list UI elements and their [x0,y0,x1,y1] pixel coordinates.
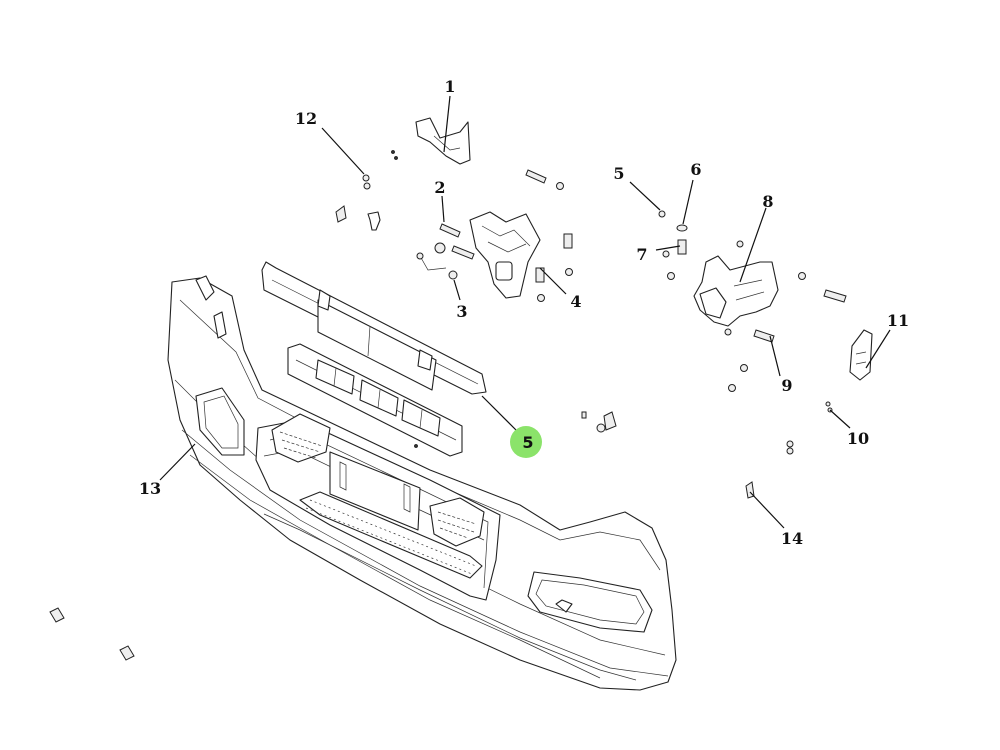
upper-reinforcement-bar [261,261,487,395]
bumper-assembly [167,275,677,691]
highlighted-callout-5[interactable]: 5 [510,426,542,458]
callout-11: 11 [887,311,909,330]
callout-6: 6 [690,160,701,179]
bracket-4 [469,211,541,299]
callout-9: 9 [781,376,792,395]
callout-8: 8 [762,192,773,211]
callout-13: 13 [139,479,161,498]
callout-7: 7 [636,245,647,264]
callout-2: 2 [434,178,445,197]
callout-labels: 1 2 3 4 5 6 7 8 9 10 11 12 13 14 [139,77,909,548]
bracket-11 [849,329,873,381]
lower-crash-beam [287,343,463,457]
leader-lines [159,95,891,529]
highlight-label: 5 [522,433,533,452]
bracket-1 [391,117,471,165]
callout-3: 3 [456,302,467,321]
highlight-marker[interactable] [510,426,542,458]
callout-10: 10 [847,429,869,448]
fasteners [49,169,847,661]
callout-1: 1 [444,77,455,96]
callout-14: 14 [781,529,803,548]
bracket-8 [693,255,779,327]
callout-5: 5 [613,164,624,183]
callout-4: 4 [570,292,581,311]
callout-12: 12 [295,109,317,128]
